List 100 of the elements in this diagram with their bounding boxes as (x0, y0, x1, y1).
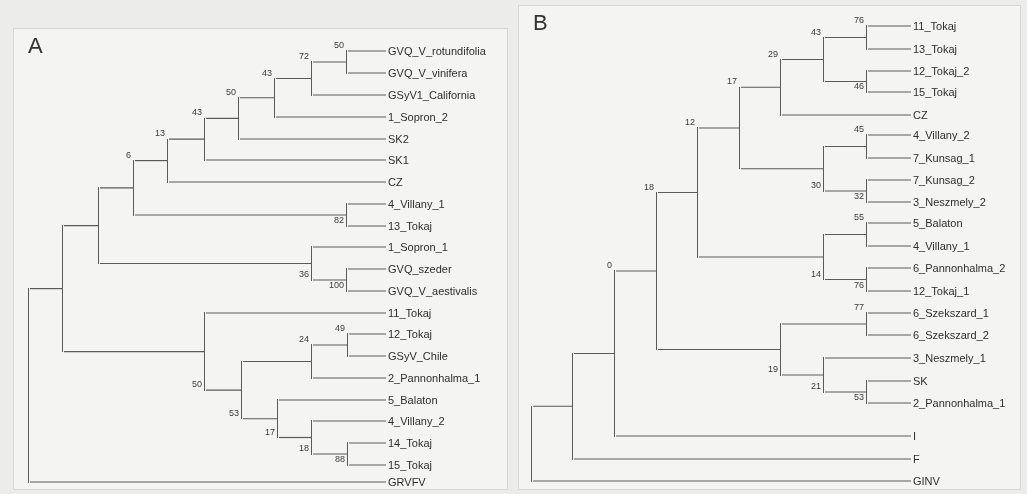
tree-branch (347, 268, 387, 270)
tree-branch (824, 145, 867, 148)
taxon-label: 13_Tokaj (388, 219, 433, 233)
taxon-label: SK1 (388, 153, 409, 167)
tree-branch (867, 201, 912, 203)
tree-branch (867, 334, 912, 336)
bootstrap-value: 29 (768, 48, 778, 59)
tree-branch (168, 181, 387, 183)
bootstrap-value: 43 (192, 107, 202, 118)
tree-branch (867, 402, 912, 404)
tree-branch (242, 418, 278, 420)
tree-branch (867, 48, 912, 50)
taxon-label: GVQ_V_vinifera (388, 66, 468, 80)
tree-branch (740, 168, 824, 170)
tree-branch (657, 348, 781, 351)
panel-label: A (28, 35, 43, 57)
taxon-label: 12_Tokaj (388, 327, 433, 341)
taxon-label: 4_Villany_1 (913, 239, 970, 253)
bootstrap-value: 43 (811, 26, 821, 37)
tree-branch (63, 225, 99, 227)
tree-branch (781, 114, 912, 116)
taxon-label: GVQ_szeder (388, 262, 452, 276)
tree-branch (781, 374, 824, 376)
tree-branch (824, 357, 912, 359)
tree-branch (239, 138, 387, 140)
tree-branch (824, 36, 867, 39)
tree-branch (347, 72, 387, 74)
tree-branch (657, 191, 698, 194)
panel-label: B (533, 12, 548, 34)
tree-branch (312, 377, 387, 379)
taxon-label: 14_Tokaj (388, 436, 433, 450)
tree-branch (867, 91, 912, 93)
bootstrap-value: 82 (334, 215, 344, 225)
taxon-label: I (913, 429, 917, 443)
tree-branch (205, 389, 242, 391)
tree-branch (573, 352, 615, 355)
tree-branch (312, 344, 348, 346)
bootstrap-value: 53 (854, 392, 864, 402)
tree-branch (205, 159, 387, 161)
tree-branch (867, 222, 912, 224)
taxon-label: GVQ_V_aestivalis (388, 284, 478, 298)
bootstrap-value: 36 (299, 269, 309, 279)
taxon-label: 2_Pannonhalma_1 (388, 371, 481, 385)
taxon-label: 5_Balaton (388, 393, 438, 407)
bootstrap-value: 21 (811, 381, 821, 391)
tree-branch (348, 464, 387, 466)
taxon-label: F (913, 452, 920, 466)
tree-branch (348, 355, 387, 357)
tree-branch (867, 312, 912, 314)
bootstrap-value: 88 (335, 454, 345, 464)
taxon-label: 12_Tokaj_2 (913, 64, 970, 78)
taxon-label: 6_Szekszard_2 (913, 328, 989, 342)
taxon-label: 6_Pannonhalma_2 (913, 261, 1006, 275)
bootstrap-value: 12 (685, 117, 695, 127)
taxon-label: GINV (913, 474, 940, 488)
taxon-label: 3_Neszmely_2 (913, 195, 986, 209)
bootstrap-value: 55 (854, 212, 864, 222)
tree-branch (532, 405, 573, 407)
tree-branch (573, 458, 912, 460)
tree-branch (867, 179, 912, 181)
tree-branch (698, 256, 824, 258)
tree-branch (205, 312, 387, 314)
bootstrap-value: 50 (226, 86, 236, 97)
tree-branch (312, 453, 348, 455)
bootstrap-value: 17 (727, 76, 737, 87)
tree-branch (740, 86, 781, 88)
tree-branch (312, 61, 347, 63)
tree-branch (168, 138, 205, 140)
taxon-label: 15_Tokaj (913, 85, 958, 99)
taxon-label: 4_Villany_2 (913, 128, 970, 142)
bootstrap-value: 77 (854, 302, 864, 312)
bootstrap-value: 6 (126, 149, 131, 160)
bootstrap-value: 53 (229, 407, 239, 418)
bootstrap-value: 72 (299, 51, 309, 61)
tree-branch (275, 116, 387, 118)
taxon-label: 2_Pannonhalma_1 (913, 396, 1006, 410)
taxon-label: 1_Sopron_2 (388, 110, 448, 124)
taxon-label: CZ (388, 175, 403, 189)
tree-branch (278, 399, 387, 401)
tree-branch (824, 190, 867, 192)
taxon-label: 6_Szekszard_1 (913, 306, 989, 320)
tree-branch (99, 262, 312, 265)
tree-branch (278, 436, 312, 439)
tree-branch (348, 333, 387, 335)
tree-branch (275, 77, 312, 80)
taxon-label: 7_Kunsag_1 (913, 151, 975, 165)
bootstrap-value: 50 (192, 379, 202, 390)
bootstrap-value: 14 (811, 268, 821, 279)
tree-branch (99, 187, 134, 189)
tree-branch (134, 214, 347, 216)
bootstrap-value: 76 (854, 15, 864, 25)
tree-branch (824, 278, 867, 281)
tree-branch (63, 350, 205, 353)
tree-branch (615, 435, 912, 437)
tree-branch (824, 233, 867, 236)
tree-branch (242, 360, 312, 363)
tree-branch (347, 50, 387, 52)
bootstrap-value: 46 (854, 81, 864, 91)
tree-branch (781, 323, 867, 325)
tree-branch (347, 290, 387, 292)
